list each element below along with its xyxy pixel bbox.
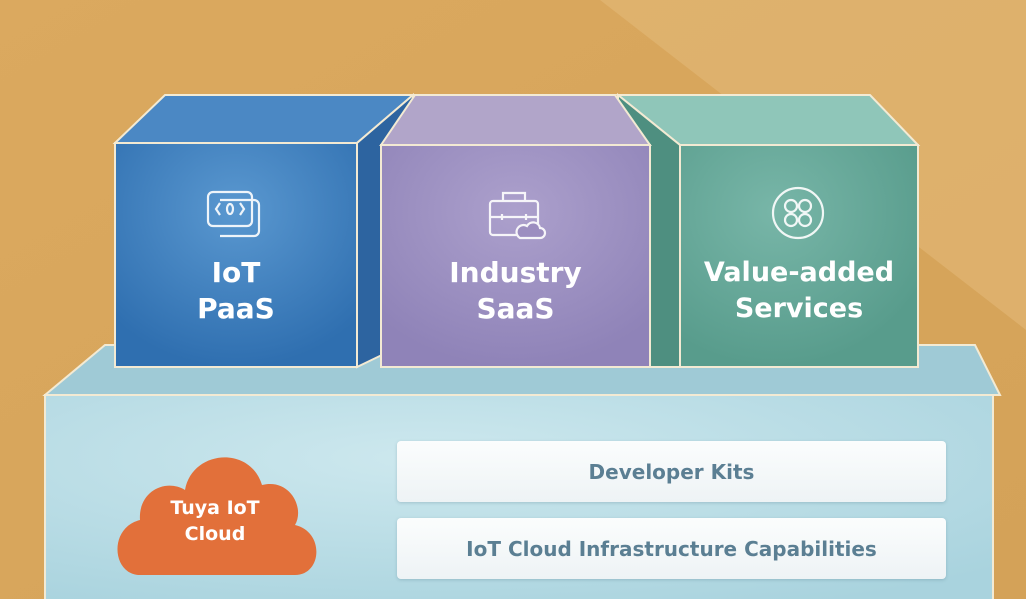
iot-paas-label: IoT PaaS xyxy=(115,255,357,327)
clover-circle-icon xyxy=(771,186,825,240)
infrastructure-capabilities-bar: IoT Cloud Infrastructure Capabilities xyxy=(397,518,946,579)
label-line: IoT xyxy=(211,256,261,289)
developer-kits-bar: Developer Kits xyxy=(397,441,946,502)
label-line: Services xyxy=(734,293,864,324)
code-window-icon xyxy=(206,190,261,238)
value-added-services-label: Value-added Services xyxy=(680,255,918,327)
label-line: PaaS xyxy=(197,292,275,325)
label-line: Tuya IoT xyxy=(170,497,260,519)
label-line: Industry xyxy=(449,256,582,289)
industry-saas-label: Industry SaaS xyxy=(381,255,650,327)
label-line: Value-added xyxy=(703,257,895,288)
cloud-shape xyxy=(117,457,317,575)
label-line: Cloud xyxy=(184,523,246,545)
tuya-iot-cloud-label: Tuya IoT Cloud xyxy=(150,495,280,547)
industry-saas-block xyxy=(379,94,652,368)
briefcase-cloud-icon xyxy=(488,191,547,240)
label-line: SaaS xyxy=(476,292,555,325)
